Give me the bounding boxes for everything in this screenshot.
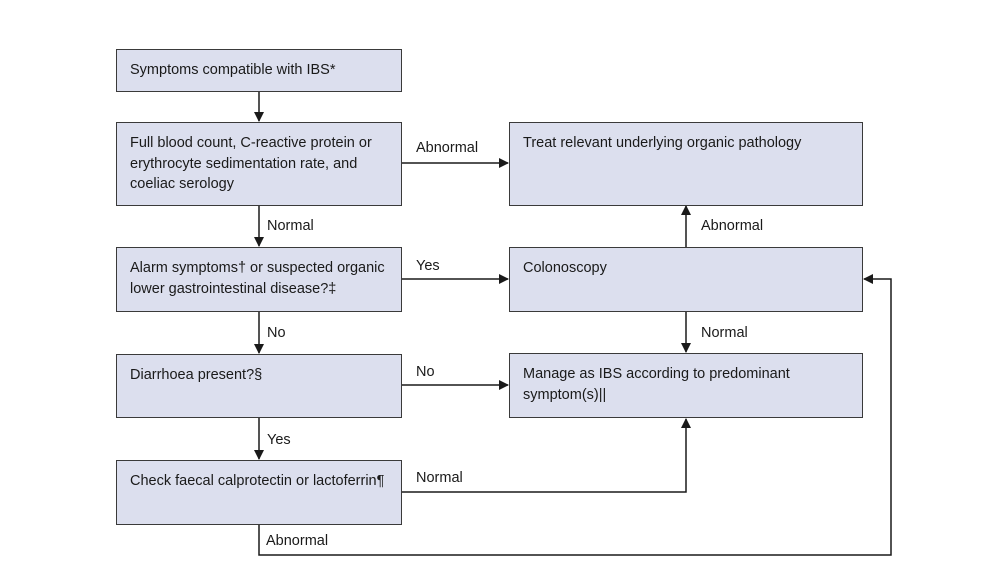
blood-tests-box: Full blood count, C-reactive protein or … (116, 122, 402, 206)
diarrhoea-box: Diarrhoea present?§ (116, 354, 402, 418)
blood-tests-text: Full blood count, C-reactive protein or … (130, 135, 372, 192)
label-bloods-abnormal: Abnormal (416, 140, 479, 156)
label-diarrhoea-yes: Yes (267, 432, 291, 448)
calprotectin-box: Check faecal calprotectin or lactoferrin… (116, 460, 402, 525)
label-calpro-abnormal: Abnormal (266, 533, 329, 549)
calprotectin-text: Check faecal calprotectin or lactoferrin… (130, 473, 385, 489)
symptoms-box: Symptoms compatible with IBS* (116, 49, 402, 92)
symptoms-text: Symptoms compatible with IBS* (130, 62, 336, 78)
label-colonoscopy-normal: Normal (701, 325, 748, 341)
colonoscopy-box: Colonoscopy (509, 247, 863, 312)
manage-ibs-text: Manage as IBS according to predominant s… (523, 366, 790, 403)
label-colonoscopy-abnormal: Abnormal (701, 218, 764, 234)
label-calpro-normal: Normal (416, 470, 463, 486)
alarm-text: Alarm symptoms† or suspected organic low… (130, 260, 385, 297)
label-bloods-normal: Normal (267, 218, 314, 234)
arrow-calpro-to-colonoscopy (258, 274, 892, 556)
label-alarm-no: No (267, 325, 286, 341)
manage-ibs-box: Manage as IBS according to predominant s… (509, 353, 863, 418)
alarm-box: Alarm symptoms† or suspected organic low… (116, 247, 402, 312)
diarrhoea-text: Diarrhoea present?§ (130, 367, 263, 383)
treat-organic-box: Treat relevant underlying organic pathol… (509, 122, 863, 206)
arrow-calpro-to-manage (402, 418, 691, 493)
colonoscopy-text: Colonoscopy (523, 260, 607, 276)
label-diarrhoea-no: No (416, 364, 435, 380)
treat-organic-text: Treat relevant underlying organic pathol… (523, 135, 802, 151)
label-alarm-yes: Yes (416, 258, 440, 274)
